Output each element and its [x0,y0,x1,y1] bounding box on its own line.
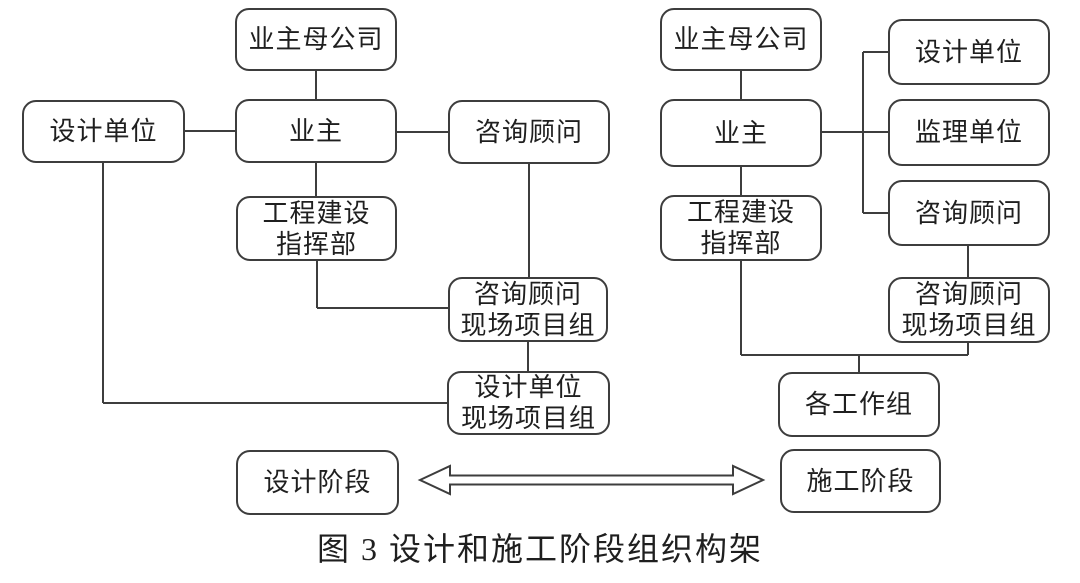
node-left-hq: 工程建设 指挥部 [236,196,397,261]
node-left-phase: 设计阶段 [236,450,399,515]
node-right-consultant-site: 咨询顾问 现场项目组 [888,277,1050,343]
node-left-owner: 业主 [235,99,397,163]
node-right-owner: 业主 [660,99,822,167]
node-right-supervision-unit: 监理单位 [888,99,1050,166]
node-right-phase: 施工阶段 [780,449,941,513]
node-right-hq: 工程建设 指挥部 [660,195,822,261]
node-left-consultant: 咨询顾问 [448,100,610,164]
figure-caption: 图 3 设计和施工阶段组织构架 [316,531,763,567]
node-right-work-groups: 各工作组 [778,372,940,437]
node-left-owner-parent: 业主母公司 [235,8,397,71]
bidirectional-arrow [417,464,766,496]
node-left-design-site: 设计单位 现场项目组 [447,371,610,435]
node-right-design-unit: 设计单位 [888,19,1050,85]
node-right-consultant: 咨询顾问 [888,180,1050,246]
node-left-consultant-site: 咨询顾问 现场项目组 [448,277,608,342]
node-left-design-unit: 设计单位 [22,100,185,163]
node-right-owner-parent: 业主母公司 [660,8,822,71]
